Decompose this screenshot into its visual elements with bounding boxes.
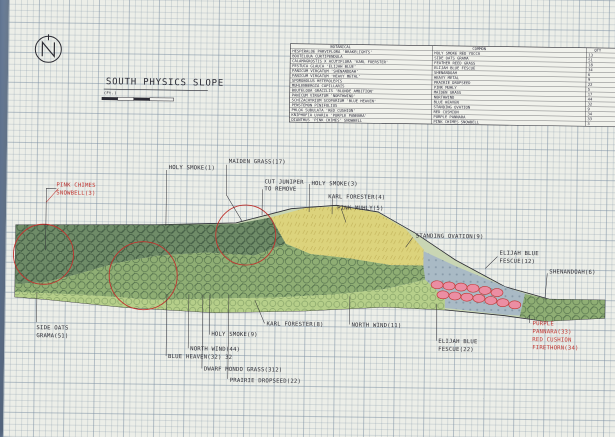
label-purple-pannara-2: PANNARA(33) [532,329,571,336]
label-north-wind-top: NORTH WIND(11) [351,323,401,330]
table-cell: BOUTELOUA CURTIPENDULA [292,53,343,59]
table-cell: STANDING OVATION [434,104,471,110]
table-cell: PURPLE PANNARA [433,114,466,119]
table-cell: 9 [588,77,591,82]
table-cell: 17 [588,92,593,97]
table-cell: DIANTHUS 'PINK CHIMES' SNOWBELL [291,117,363,123]
table-cell: 3 [587,121,589,126]
label-pink-muhly: PINK MUHLY(5) [337,205,383,212]
pink-chimes-circle [13,223,74,285]
label-purple-pannara-1: PURPLE [533,321,555,327]
label-side-oats-2: GRAMA(51) [36,333,68,339]
table-cell: SIDE OATS GRAMA [434,55,469,60]
label-elijah-blue-bot-2: FESCUE(22) [438,347,474,353]
label-blue-heaven: BLUE HEAVEN(32) 32 [168,354,232,361]
table-cell: CALAMAGROSTIS X ACUTIFLORA 'KARL FOERSTE… [292,58,388,64]
label-side-oats-1: SIDE OATS [36,325,68,331]
table-cell: SPOROBOLUS HETEROLEPIS [292,78,343,84]
snowbell-circle [108,241,178,311]
table-cell: MUHLENBERGIA CAPILLARIS [292,83,345,89]
table-cell: PANICUM VIRGATUM 'HEAVY METAL' [292,73,361,79]
table-cell: RED CUSHION [433,109,459,114]
label-red-cushion: RED CUSHION [532,337,571,344]
table-cell: 34 [588,67,593,72]
table-cell: BOUTELOUA GRACILIS 'BLONDE AMBITION' [292,88,374,94]
scale-note: (Ft.) [104,90,117,95]
label-shenandoah: SHENANDOAH(6) [549,269,595,276]
label-elijah-blue-top-2: FESCUE(12) [499,259,535,265]
table-cell: 13 [588,52,593,57]
label-prairie-dropseed: PRAIRIE DROPSEED(22) [230,378,301,385]
table-cell: PANICUM VIRGATUM 'NORTHWIND' [292,92,356,98]
table-cell: 6 [588,72,591,77]
leader-lines [36,164,548,379]
table-cell: 33 [587,116,592,121]
table-cell: HOLY SMOKE RED YUCCA [434,50,480,56]
label-elijah-blue-top-1: ELIJAH BLUE [499,251,539,258]
planting-bed [13,204,606,322]
table-cell: NORTHWIND [434,94,455,99]
table-cell: 22 [588,82,593,87]
label-karl-forester-8: KARL FORESTER(8) [266,321,323,328]
red-cushion-groundcover [430,280,522,310]
plant-labels: PINK CHIMES SNOWBELL(3) HOLY SMOKE(1) MA… [36,159,595,385]
table-cell: 34 [587,111,592,116]
table-cell: 44 [588,97,593,102]
scale-bar [101,97,174,102]
label-dwarf-mondo: DWARF MONDO GRASS(312) [204,367,283,374]
botanical-table: BOTANICAL COMMON QTY HESPERALOE PARVIFLORA … [289,43,615,127]
table-cell: MAIDEN GRASS [434,89,462,94]
table-cell: PINK MUHLY [434,85,458,90]
table-header: QTY [594,48,602,53]
table-cell: 9 [588,106,591,111]
table-cell: SCHIZACHYRIUM SCOPARIUM 'BLUE HEAVEN' [292,97,377,103]
table-cell: PRAIRIE DROPSEED [434,80,471,86]
table-cell: PHLOX SUBULATA 'RED CUSHION' [291,107,355,113]
table-cell: 18 [588,62,593,67]
table-cell: BLUE HEAVEN [434,99,460,104]
label-maiden-grass: MAIDEN GRASS(17) [229,159,286,166]
label-holy-smoke-9: HOLY SMOKE(9) [211,332,257,339]
table-cell: SHENANDOAH [434,70,458,75]
table-cell: ELIJAH BLUE FESCUE [434,65,476,71]
landscape-plan: SOUTH PHYSICS SLOPE (Ft.) BOTANICAL COMMO… [13,34,615,385]
table-header: BOTANICAL [330,44,351,49]
table-cell: 32 [588,101,593,106]
table-cell: PENSTEMON PINIFOLIUS [292,102,338,108]
table-cell: HEAVY METAL [434,75,460,80]
label-karl-forester-4: KARL FORESTER(4) [328,194,385,201]
juniper-circle [215,204,277,266]
label-firethorn: FIRETHORN(34) [532,345,578,352]
table-cell: 51 [588,57,593,62]
label-holy-smoke-3: HOLY SMOKE(3) [311,181,357,188]
table-cell: FEATHER REED GRASS [434,60,476,66]
table-cell: 5 [588,87,590,92]
label-holy-smoke-1: HOLY SMOKE(1) [169,165,215,172]
table-header: COMMON [472,46,486,51]
label-cut-juniper-1: CUT JUNIPER [264,179,304,186]
label-pink-chimes: PINK CHIMES [56,182,95,189]
table-cell: HESPERALOE PARVIFLORA 'BRAKELIGHTS' [292,48,372,54]
table-cell: PINK CHIMES SNOWBELL [433,119,479,125]
table-cell: FESTUCA GLAUCA 'ELIJAH BLUE' [292,63,356,69]
table-cell: KNIPHOFIA UVARIA 'PURPLE PANNARA' [291,112,366,118]
north-arrow-icon [34,34,62,63]
label-standing-ovation: STANDING OVATION(9) [416,233,484,240]
label-north-wind: NORTH WIND(44) [190,346,240,353]
label-elijah-blue-bot-1: ELIJAH BLUE [438,339,478,346]
plan-title: SOUTH PHYSICS SLOPE [106,77,224,89]
label-cut-juniper-2: TO REMOVE [264,186,297,192]
table-cell: PANICUM VIRGATUM 'SHENANDOAH' [292,68,358,74]
label-snowbell: SNOWBELL(3) [56,190,95,197]
